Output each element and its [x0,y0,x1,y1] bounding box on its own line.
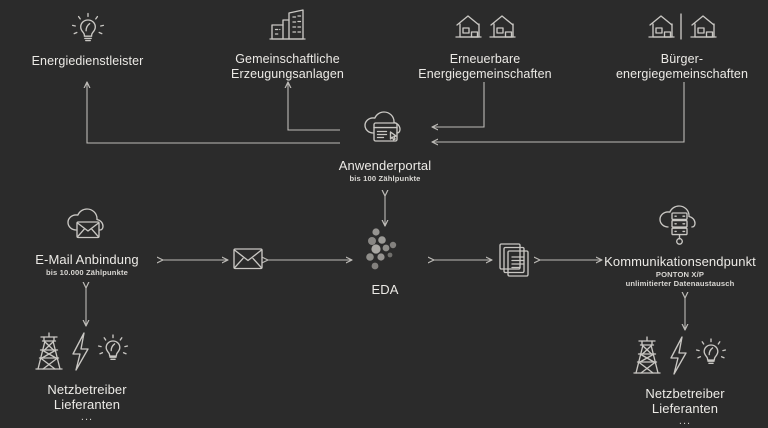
node-label: E-Mail Anbindung [35,252,139,267]
node-sublabel: bis 100 Zählpunkte [349,174,421,184]
node-label: Energiedienstleister [31,54,144,68]
buildings-icon [268,9,306,40]
lightbulb-icon [71,12,104,42]
cloud-server-icon [659,205,696,245]
documents-icon [499,243,529,277]
node-label: Anwenderportal [338,158,432,173]
two-houses-icon [455,15,516,38]
two-houses-divided-icon [648,13,717,40]
node-ellipsis: ... [678,414,692,427]
lightning-bolt-icon [670,336,687,375]
node-label: Bürger- energiegemeinschaften [615,52,749,81]
node-sublabel: bis 10.000 Zählpunkte [45,268,129,278]
eda-dots-icon [366,228,397,270]
envelope-icon [233,248,263,270]
cloud-browser-icon [364,111,401,142]
node-label: Kommunikationsendpunkt [604,254,756,269]
grid-power-icons [633,336,727,375]
node-sublabel: PONTON X/P unlimitierter Datenaustausch [625,270,735,289]
line-buerger-to-portal [432,82,685,142]
node-kommunikationsendpunkt[interactable]: Kommunikationsendpunkt PONTON X/P unlimi… [592,202,768,289]
transmission-tower-icon [633,336,661,374]
lightbulb-small-icon [97,334,129,360]
node-label: Netzbetreiber Lieferanten [47,382,127,413]
node-buergerenergiegemeinschaften[interactable]: Bürger- energiegemeinschaften [596,6,768,82]
node-energiedienstleister[interactable]: Energiedienstleister [5,8,170,69]
lightbulb-small-icon [695,338,727,364]
grid-power-icons [35,332,129,371]
line-portal-to-energiedienstleister [87,82,340,144]
node-label: EDA [371,282,399,297]
node-label: Erneuerbare Energiegemeinschaften [418,52,552,81]
lightning-bolt-icon [72,332,89,371]
node-netzbetreiber-lieferanten-left[interactable]: Netzbetreiber Lieferanten ... [8,328,166,423]
cloud-mail-icon [67,208,104,239]
node-email-anbindung[interactable]: E-Mail Anbindung bis 10.000 Zählpunkte [8,204,166,278]
node-eda[interactable]: EDA [343,224,427,297]
icon-documents-mid [492,240,540,284]
transmission-tower-icon [35,332,63,370]
node-netzbetreiber-lieferanten-right[interactable]: Netzbetreiber Lieferanten ... [606,332,764,427]
node-ellipsis: ... [80,410,94,423]
node-anwenderportal[interactable]: Anwenderportal bis 100 Zählpunkte [310,108,460,184]
node-label: Gemeinschaftliche Erzeugungsanlagen [231,52,344,81]
icon-envelope-mid [228,246,268,277]
node-label: Netzbetreiber Lieferanten [645,386,725,417]
node-erneuerbare-energiegemeinschaften[interactable]: Erneuerbare Energiegemeinschaften [400,6,570,82]
node-gemeinschaftliche-erzeugungsanlagen[interactable]: Gemeinschaftliche Erzeugungsanlagen [205,6,370,82]
